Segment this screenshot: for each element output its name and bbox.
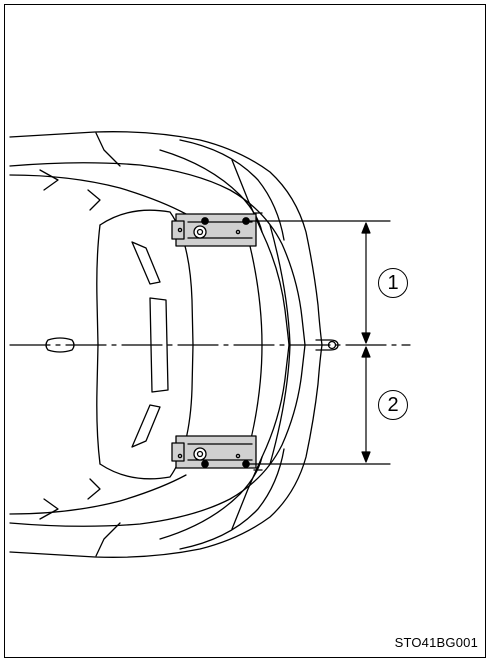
upper-mount-bracket bbox=[171, 212, 263, 247]
emblem-outline bbox=[45, 337, 75, 353]
figure-code: STO41BG001 bbox=[394, 635, 478, 650]
dimension-lines bbox=[245, 220, 391, 465]
callout-2-label: 2 bbox=[387, 393, 399, 416]
callout-2: 2 bbox=[378, 390, 408, 420]
lower-mount-bracket bbox=[171, 435, 263, 471]
callout-1-label: 1 bbox=[387, 271, 399, 294]
figure-frame bbox=[4, 4, 486, 658]
callout-1: 1 bbox=[378, 268, 408, 298]
